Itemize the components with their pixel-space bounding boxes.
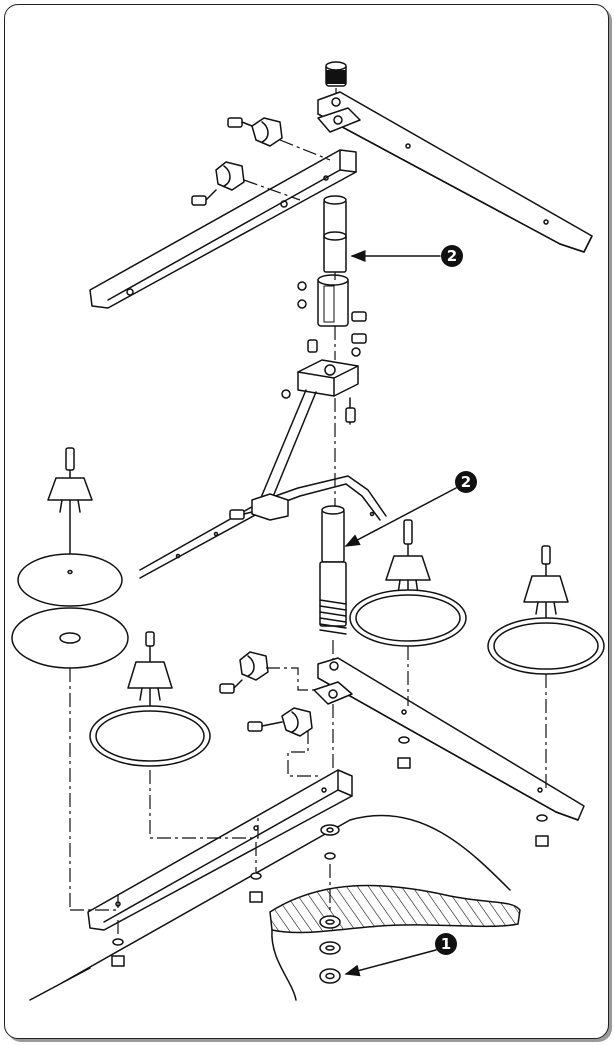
upper-clamp-1: [227, 117, 283, 147]
thread-guide-rod: [139, 389, 387, 579]
spool-stand-lower-left: [89, 631, 211, 767]
lower-bracket: [313, 681, 353, 705]
lower-clamp-2: [247, 707, 313, 737]
rod-holder-block: [281, 339, 359, 425]
spool-stand-far-left: [11, 447, 129, 669]
callout-2-lower: 2: [344, 471, 477, 547]
nuts-washers: [111, 736, 549, 967]
lower-clamp-1: [219, 651, 269, 694]
callout-1-label: 1: [441, 935, 451, 953]
upper-left-arm: [89, 149, 357, 309]
table-washers: [319, 824, 341, 984]
lower-pipe: [319, 505, 347, 635]
top-cap: [325, 61, 347, 87]
pipe-joint: [297, 274, 367, 357]
upper-bracket: [317, 107, 361, 133]
callout-2-upper: 2: [350, 245, 463, 267]
upper-arm-assembly: [89, 61, 593, 309]
upper-clamp-2: [191, 161, 245, 206]
upper-right-arm: [317, 91, 593, 253]
callout-1: 1: [344, 933, 457, 977]
upper-pipe: [323, 195, 347, 273]
spool-stand-center: [349, 519, 467, 647]
callout-2-upper-label: 2: [447, 247, 457, 265]
lower-right-arm: [317, 657, 585, 821]
spool-stand-right: [487, 545, 605, 675]
callout-2-lower-label: 2: [461, 473, 471, 491]
